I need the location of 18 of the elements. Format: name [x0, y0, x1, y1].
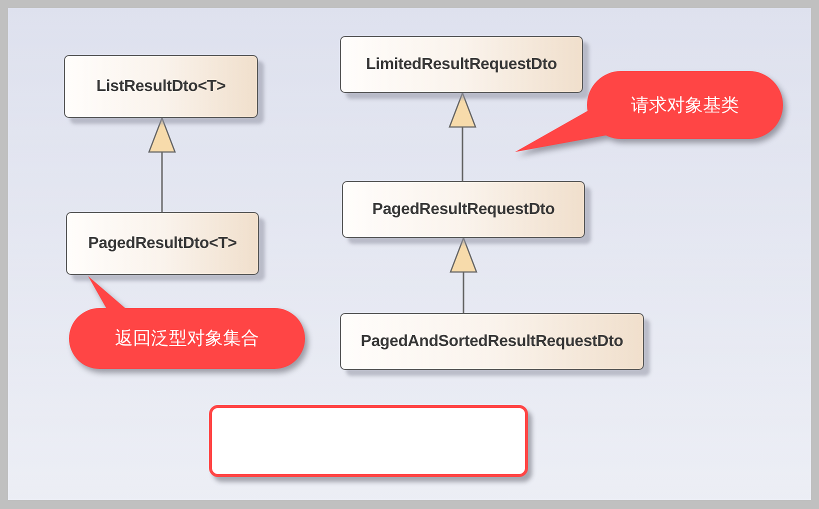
class-box: [340, 36, 583, 93]
class-box: [342, 181, 585, 238]
class-box: [64, 55, 258, 118]
callout-bubble: [69, 276, 305, 369]
class-name: PagedResultRequestDto: [372, 200, 555, 220]
callout-text: 请求对象基类: [631, 94, 739, 116]
class-box: [340, 313, 644, 370]
callout-bubble: [515, 71, 783, 152]
class-name: PagedResultDto<T>: [88, 234, 237, 254]
inheritance-arrow: [148, 117, 176, 212]
callout-text: 返回泛型对象集合: [115, 327, 259, 350]
inheritance-arrow: [450, 237, 478, 313]
class-name: ListResultDto<T>: [96, 76, 226, 96]
class-name: PagedAndSortedResultRequestDto: [360, 332, 624, 352]
class-name: LimitedResultRequestDto: [366, 54, 557, 74]
rounded-box: [209, 405, 528, 477]
class-box: [66, 212, 259, 275]
inheritance-arrow: [448, 92, 476, 181]
